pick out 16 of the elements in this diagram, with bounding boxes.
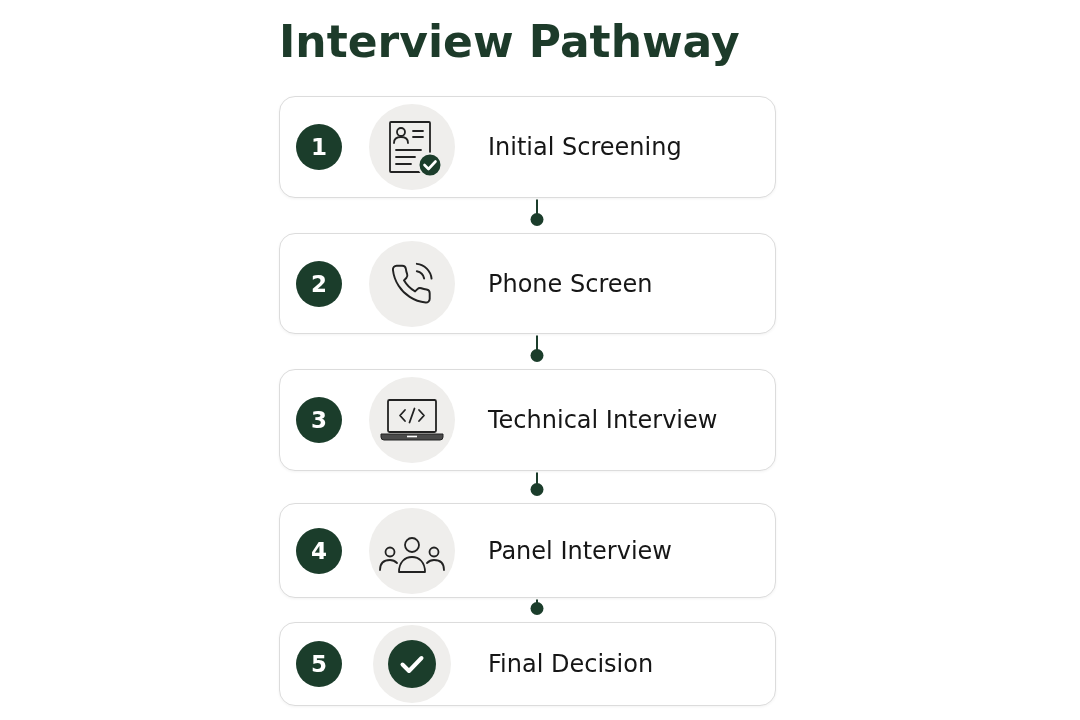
step-title: Initial Screening [488, 132, 682, 162]
step-number: 1 [296, 124, 342, 170]
step-card [279, 369, 776, 471]
step-number: 3 [296, 397, 342, 443]
step-title: Panel Interview [488, 536, 672, 565]
step-number: 4 [296, 527, 342, 574]
step-card [279, 622, 776, 706]
step-number: 5 [296, 641, 342, 687]
step-card [279, 233, 776, 334]
step-number: 2 [296, 260, 342, 307]
diagram-title: Interview Pathway [279, 17, 740, 68]
step-card [279, 96, 776, 198]
step-title: Technical Interview [488, 405, 718, 435]
step-title: Phone Screen [488, 269, 653, 298]
step-card [279, 503, 776, 598]
step-title: Final Decision [488, 649, 654, 679]
